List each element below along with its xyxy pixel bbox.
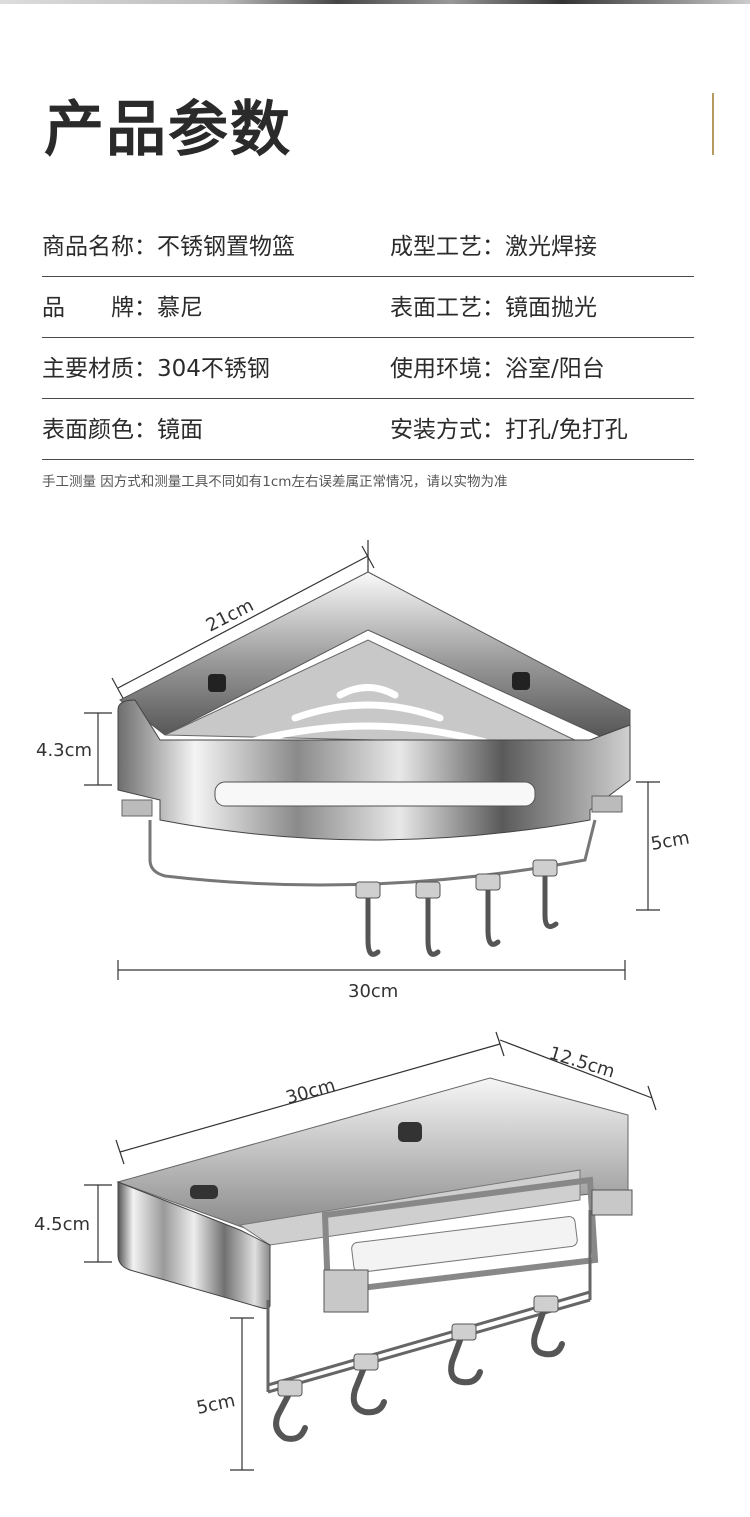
- hook-icon: [365, 885, 381, 957]
- rect-shelf-diagram: 30cm 12.5cm 4.5cm 5cm: [34, 1031, 657, 1471]
- dim-label-5cm-rect: 5cm: [195, 1390, 237, 1419]
- top-photo-strip: [0, 0, 750, 4]
- dim-label-21cm: 21cm: [203, 595, 257, 637]
- spec-key: 商品名称: [42, 234, 134, 260]
- hook-icon: [531, 1304, 565, 1358]
- spec-value: 304不锈钢: [157, 356, 270, 382]
- dim-label-5cm: 5cm: [649, 827, 691, 854]
- dimension-4-3cm: [84, 712, 112, 786]
- shelf-front: [117, 1181, 271, 1310]
- spec-value: 慕尼: [157, 295, 203, 321]
- hook-rail: [148, 819, 597, 887]
- bracket: [591, 795, 623, 813]
- bracket: [121, 799, 153, 817]
- screw-icon: [512, 672, 530, 690]
- screw-icon: [208, 674, 226, 692]
- corner-shelf-diagram: 21cm 4.3cm 5cm: [36, 540, 691, 1002]
- dim-label-12-5cm: 12.5cm: [547, 1043, 618, 1083]
- spec-value: 镜面抛光: [505, 295, 597, 321]
- floor-slots: [246, 684, 489, 746]
- screw-icon: [398, 1122, 422, 1142]
- spec-row: 表面颜色：镜面 安装方式：打孔/免打孔: [42, 399, 694, 460]
- bracket: [591, 1189, 633, 1216]
- bracket: [323, 1269, 369, 1313]
- front-slot: [351, 1216, 578, 1273]
- page-title: 产品参数: [44, 95, 292, 165]
- spec-key: 主要材质: [42, 356, 134, 382]
- spec-key: 成型工艺: [390, 234, 482, 260]
- screw-icon: [190, 1185, 218, 1199]
- hook-frame: [321, 1176, 599, 1296]
- hooks: [273, 1304, 565, 1442]
- spec-value: 不锈钢置物篮: [157, 234, 295, 260]
- hook-icon: [448, 1332, 483, 1386]
- spec-key: 表面颜色: [42, 417, 134, 443]
- gold-accent-line: [712, 93, 714, 155]
- dim-label-30cm-rect: 30cm: [284, 1075, 338, 1109]
- hook-icon: [350, 1362, 387, 1416]
- spec-value: 激光焊接: [505, 234, 597, 260]
- spec-value: 浴室/阳台: [505, 356, 605, 382]
- dimension-5cm: [636, 781, 660, 911]
- dim-label-4-5cm: 4.5cm: [34, 1214, 90, 1235]
- dim-label-30cm: 30cm: [348, 981, 398, 1002]
- spec-key: 安装方式: [390, 417, 482, 443]
- spec-value: 打孔/免打孔: [505, 417, 628, 443]
- dimension-5cm-rect: [230, 1317, 254, 1471]
- spec-row: 主要材质：304不锈钢 使用环境：浴室/阳台: [42, 338, 694, 399]
- spec-row: 商品名称：不锈钢置物篮 成型工艺：激光焊接: [42, 216, 694, 277]
- front-slot: [214, 781, 536, 807]
- dimension-30cm-rect: [115, 1031, 657, 1165]
- dimension-30cm: [117, 960, 626, 980]
- spec-row: 品 牌：慕尼 表面工艺：镜面抛光: [42, 277, 694, 338]
- dim-label-4-3cm: 4.3cm: [36, 740, 92, 761]
- spec-key: 表面工艺: [390, 295, 482, 321]
- hook-icon: [485, 877, 501, 947]
- spec-table: 商品名称：不锈钢置物篮 成型工艺：激光焊接 品 牌：慕尼 表面工艺：镜面抛光 主…: [42, 216, 694, 460]
- spec-key: 使用环境: [390, 356, 482, 382]
- hook-icon: [273, 1389, 308, 1442]
- hook-icon: [542, 862, 559, 929]
- hook-icon: [425, 885, 441, 957]
- hooks: [365, 862, 559, 957]
- spec-key: 品 牌: [42, 295, 134, 321]
- spec-value: 镜面: [157, 417, 203, 443]
- measurement-note: 手工测量 因方式和测量工具不同如有1cm左右误差属正常情况，请以实物为准: [42, 474, 508, 490]
- dimension-4-5cm: [84, 1184, 112, 1263]
